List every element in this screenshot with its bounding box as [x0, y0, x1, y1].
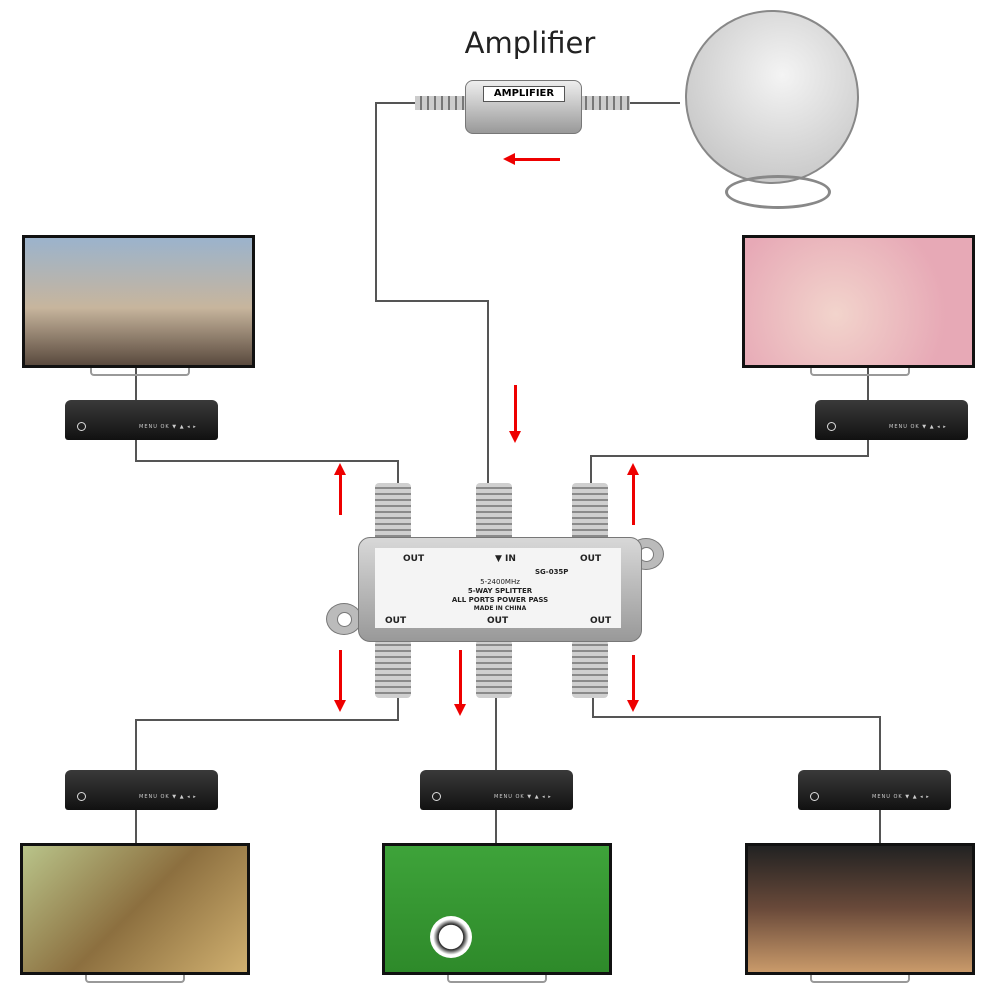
amplifier-left-connector — [415, 96, 465, 110]
ok-button-label: OK — [160, 424, 170, 430]
cable — [867, 440, 869, 457]
red-arrow-down — [334, 650, 346, 712]
amplifier-label: AMPLIFIER — [483, 86, 565, 102]
tv-bottom-right — [745, 843, 975, 975]
arrow-keys: ▼ ▲ ◂ ▸ — [905, 794, 930, 800]
tv-stand — [85, 975, 185, 983]
splitter-specs: 5-2400MHz 5-WAY SPLITTER ALL PORTS POWER… — [425, 578, 575, 612]
red-arrow-down — [627, 655, 639, 712]
satellite-dish-icon — [660, 0, 884, 209]
stb-buttons: MENU OK ▼ ▲ ◂ ▸ — [889, 424, 947, 430]
amplifier-device: AMPLIFIER — [415, 80, 630, 138]
stb-buttons: MENU OK ▼ ▲ ◂ ▸ — [139, 424, 197, 430]
cable — [495, 808, 497, 843]
power-icon — [432, 792, 441, 801]
out-label: OUT — [385, 616, 407, 626]
tv-bottom-left — [20, 843, 250, 975]
power-icon — [827, 422, 836, 431]
splitter-port-out — [572, 483, 608, 541]
splitter-label-plate: OUT ▼ IN OUT OUT OUT OUT SG-035P 5-2400M… — [375, 548, 621, 628]
splitter-frequency: 5-2400MHz — [480, 578, 520, 586]
splitter-port-out — [375, 483, 411, 541]
cable — [397, 460, 399, 485]
splitter-name: 5-WAY SPLITTER — [467, 587, 533, 595]
splitter-port-in — [476, 483, 512, 541]
ok-button-label: OK — [910, 424, 920, 430]
cable — [879, 808, 881, 843]
cable — [135, 368, 137, 400]
cable — [590, 455, 592, 485]
cable — [375, 300, 488, 302]
menu-button-label: MENU — [872, 794, 891, 800]
splitter-model: SG-035P — [535, 568, 569, 576]
tv-stand — [90, 368, 190, 376]
ok-button-label: OK — [515, 794, 525, 800]
ok-button-label: OK — [893, 794, 903, 800]
cable — [592, 698, 594, 718]
arrow-keys: ▼ ▲ ◂ ▸ — [922, 424, 947, 430]
set-top-box: MENU OK ▼ ▲ ◂ ▸ — [65, 400, 218, 440]
cable — [135, 460, 399, 462]
red-arrow-left-head — [503, 153, 515, 165]
five-way-splitter: OUT ▼ IN OUT OUT OUT OUT SG-035P 5-2400M… — [358, 537, 642, 642]
splitter-port-out — [476, 640, 512, 698]
stb-buttons: MENU OK ▼ ▲ ◂ ▸ — [494, 794, 552, 800]
set-top-box: MENU OK ▼ ▲ ◂ ▸ — [798, 770, 951, 810]
ok-button-label: OK — [160, 794, 170, 800]
cable — [135, 719, 137, 770]
arrow-keys: ▼ ▲ ◂ ▸ — [172, 424, 197, 430]
amplifier-title: Amplifier — [464, 26, 596, 60]
tv-stand — [810, 975, 910, 983]
cable — [495, 698, 497, 770]
splitter-origin: MADE IN CHINA — [473, 605, 527, 612]
cable — [375, 102, 415, 104]
cable — [630, 102, 680, 104]
splitter-port-out — [572, 640, 608, 698]
cable — [487, 300, 489, 483]
cable — [135, 719, 399, 721]
out-label: OUT — [403, 554, 425, 564]
soccer-ball-icon — [430, 916, 472, 958]
red-arrow-down — [509, 385, 521, 443]
cable — [590, 455, 869, 457]
cable — [135, 808, 137, 843]
red-arrow-down — [454, 650, 466, 716]
menu-button-label: MENU — [889, 424, 908, 430]
menu-button-label: MENU — [494, 794, 513, 800]
out-label: OUT — [487, 616, 509, 626]
red-arrow-up — [334, 463, 346, 515]
cable — [375, 102, 377, 302]
stb-buttons: MENU OK ▼ ▲ ◂ ▸ — [139, 794, 197, 800]
set-top-box: MENU OK ▼ ▲ ◂ ▸ — [65, 770, 218, 810]
cable — [867, 368, 869, 400]
menu-button-label: MENU — [139, 794, 158, 800]
splitter-ports-note: ALL PORTS POWER PASS — [451, 596, 549, 604]
tv-top-right — [742, 235, 975, 368]
tv-top-left — [22, 235, 255, 368]
cable — [592, 716, 881, 718]
cable — [879, 716, 881, 770]
set-top-box: MENU OK ▼ ▲ ◂ ▸ — [815, 400, 968, 440]
set-top-box: MENU OK ▼ ▲ ◂ ▸ — [420, 770, 573, 810]
arrow-keys: ▼ ▲ ◂ ▸ — [172, 794, 197, 800]
out-label: OUT — [580, 554, 602, 564]
tv-stand — [810, 368, 910, 376]
arrow-keys: ▼ ▲ ◂ ▸ — [527, 794, 552, 800]
cable — [397, 698, 399, 720]
cable — [135, 440, 137, 462]
stb-buttons: MENU OK ▼ ▲ ◂ ▸ — [872, 794, 930, 800]
menu-button-label: MENU — [139, 424, 158, 430]
splitter-port-out — [375, 640, 411, 698]
mounting-ear — [326, 603, 362, 635]
power-icon — [77, 422, 86, 431]
red-arrow-left — [515, 158, 560, 161]
in-label: ▼ IN — [495, 554, 516, 564]
amplifier-right-connector — [580, 96, 630, 110]
tv-bottom-center — [382, 843, 612, 975]
red-arrow-up — [627, 463, 639, 525]
tv-stand — [447, 975, 547, 983]
out-label: OUT — [590, 616, 612, 626]
power-icon — [810, 792, 819, 801]
power-icon — [77, 792, 86, 801]
